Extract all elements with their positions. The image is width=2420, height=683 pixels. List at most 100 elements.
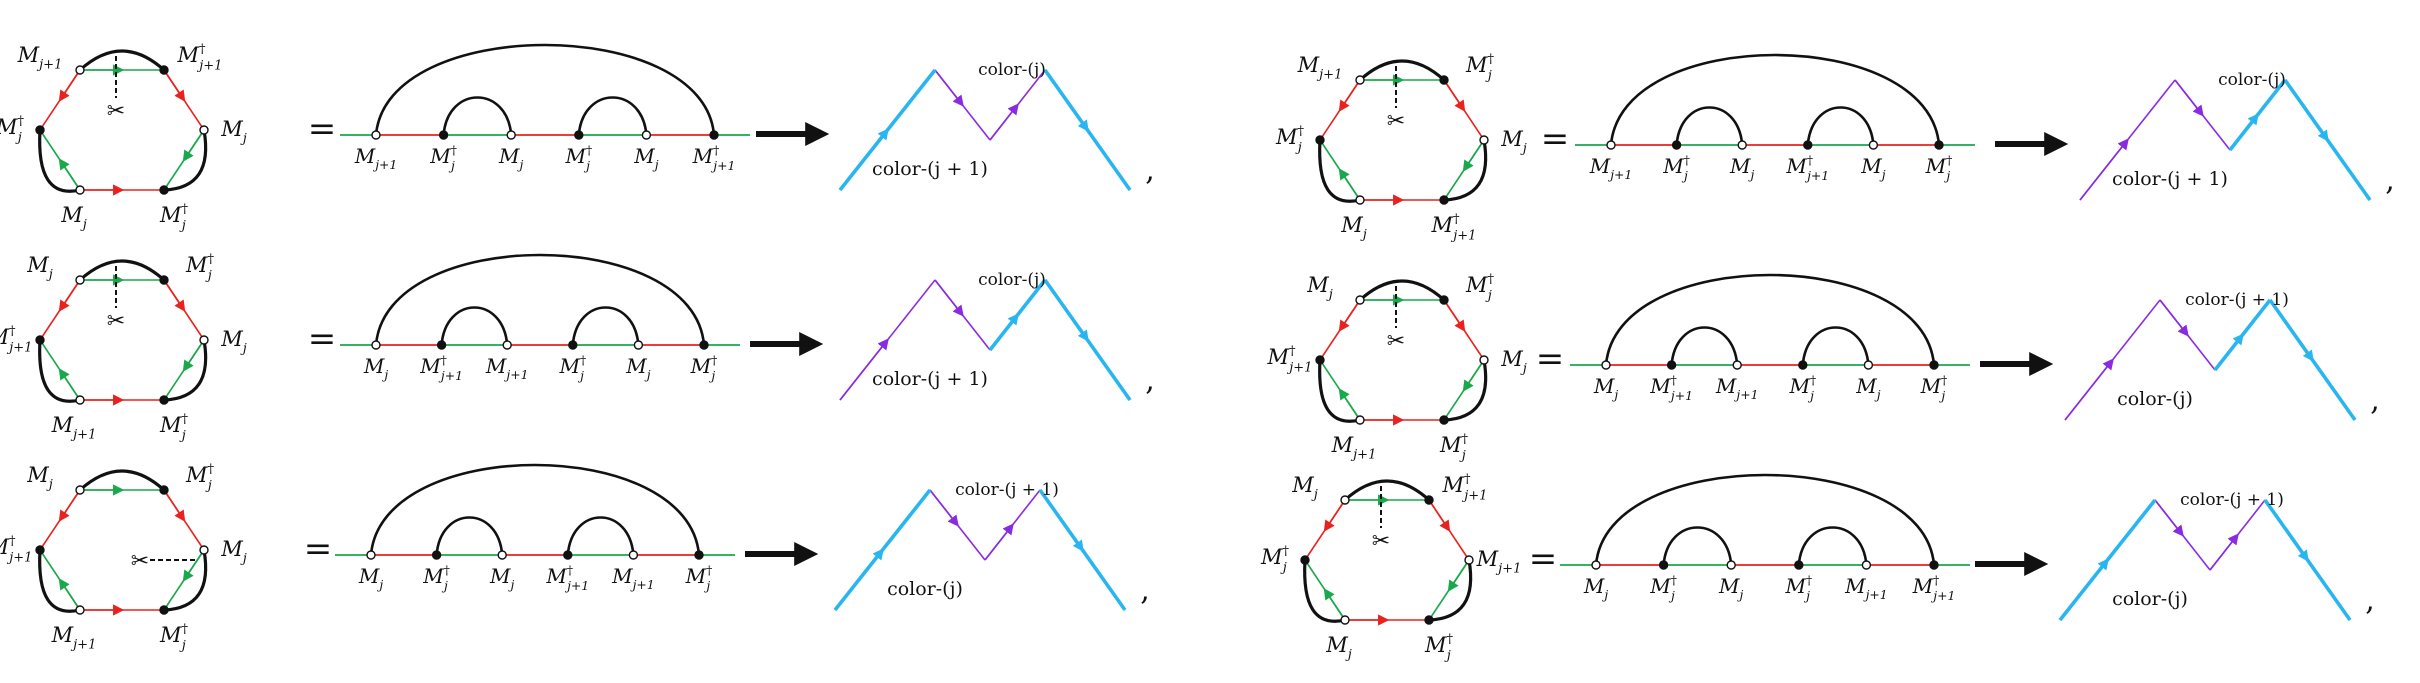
line-node-label: Mj [489, 564, 514, 592]
line-node [641, 130, 652, 140]
hex-label-bottom-right: M†j [1439, 432, 1469, 463]
hex-label-top-right: M†j+1 [1442, 472, 1488, 503]
line-node-label: Mj [1593, 374, 1618, 402]
zigzag-step-bold [2213, 298, 2272, 372]
hex-edge-bottom-right-arrowhead [182, 339, 205, 372]
zigzag-step-bold [2058, 498, 2157, 622]
line-node [563, 550, 573, 560]
hex-edge-top-right-arrowhead [1443, 299, 1466, 332]
line-node-label: Mj+1 [485, 354, 529, 382]
chord-inner [1806, 106, 1875, 146]
hex-edge-bottom-right-arrowhead [1462, 359, 1485, 392]
hex-label-bottom-left: Mj [1325, 633, 1352, 662]
scissors-icon: ✂ [1387, 329, 1405, 354]
hex-vertex-tl [75, 65, 85, 75]
line-node [497, 550, 507, 560]
hex-vertex-br [159, 185, 169, 195]
hex-edge-top-right-arrowhead [163, 69, 186, 102]
hex-label-left: M†j+1 [0, 324, 32, 355]
hex-label-top-left: Mj+1 [1297, 53, 1343, 82]
hex-label-left: M†j [0, 114, 25, 145]
line-node [1798, 360, 1808, 370]
line-node [436, 340, 447, 350]
scissors-icon: ✂ [1387, 109, 1405, 134]
hex-label-right: Mj [220, 537, 247, 566]
line-node [1726, 560, 1736, 570]
hex-label-bottom-right: M†j [159, 412, 189, 443]
hex-arc-top [1343, 479, 1431, 502]
hex-arc-top [78, 49, 166, 72]
zigzag-step-bold [1043, 68, 1132, 192]
line-node [431, 550, 442, 560]
hex-arc-left [38, 339, 81, 403]
hex-label-bottom-right: M†j [1424, 632, 1454, 663]
line-node [1803, 140, 1813, 150]
hex-label-top-right: M†j [185, 252, 215, 283]
hex-arc-left [1318, 139, 1361, 203]
line-node-label: M†j [564, 143, 592, 174]
line-node [371, 130, 381, 140]
chord-inner [1675, 106, 1744, 146]
chord-outer [374, 253, 706, 346]
line-node [1671, 140, 1682, 150]
line-node-label: Mj+1 [611, 564, 655, 592]
hex-vertex-tr [1439, 75, 1449, 85]
hex-label-bottom-left: Mj [1340, 213, 1367, 242]
hex-edge-bottom-right-arrowhead [182, 549, 205, 582]
line-node [1737, 140, 1747, 150]
hex-vertex-r [199, 335, 209, 345]
line-node [366, 550, 376, 560]
hex-label-top-left: Mj+1 [17, 43, 63, 72]
line-node-label: M†j+1 [692, 143, 736, 174]
hex-edge-bottom-right-arrowhead [182, 129, 205, 162]
hex-edge-top-left-arrowhead [1338, 299, 1361, 332]
line-node [371, 340, 381, 350]
chord-inner [577, 96, 648, 136]
chord-inner [435, 516, 504, 556]
hex-label-top-left: Mj [1306, 273, 1333, 302]
hex-arc-left [38, 129, 81, 193]
zigzag-label-bottom: color-(j + 1) [872, 368, 988, 390]
equals-sign: = [1536, 339, 1565, 379]
hex-vertex-l [1315, 135, 1325, 145]
hex-vertex-tr [159, 65, 169, 75]
hex-label-right: Mj [220, 327, 247, 356]
chord-inner [1801, 326, 1870, 366]
line-node-label: Mj [1855, 374, 1880, 402]
zigzag-step-arrowhead [2159, 299, 2189, 337]
hex-edge-bottom-left-arrowhead [1338, 168, 1361, 201]
line-node-label: Mj [625, 354, 650, 382]
hex-label-bottom-right: M†j [159, 622, 189, 653]
line-node-label: M†j [558, 353, 586, 384]
line-node-label: M†j [690, 353, 718, 384]
zigzag-step-bold [988, 278, 1047, 352]
hex-arc-right [163, 549, 208, 612]
hex-label-top-left: Mj [26, 253, 53, 282]
hex-label-bottom-left: Mj [60, 203, 87, 232]
zigzag-label-top: color-(j + 1) [2185, 290, 2289, 310]
line-node [633, 340, 644, 350]
hex-vertex-bl [1355, 415, 1365, 425]
line-node [1929, 560, 1939, 570]
equals-sign: = [1541, 119, 1570, 159]
equals-sign: = [304, 529, 333, 569]
zigzag-step-bold [2228, 78, 2287, 152]
hex-label-top-right: M†j [1465, 52, 1495, 83]
comma: , [1140, 573, 1150, 608]
zigzag-label-top: color-(j) [2218, 70, 2286, 90]
hex-vertex-tl [1340, 495, 1350, 505]
zigzag-label-bottom: color-(j) [2117, 388, 2193, 410]
line-node-label: Mj [1729, 154, 1754, 182]
hex-vertex-l [1315, 355, 1325, 365]
line-node-label: Mj+1 [1844, 574, 1888, 602]
hex-vertex-bl [1340, 615, 1350, 625]
comma: , [2365, 583, 2375, 618]
chord-outer [369, 463, 701, 556]
hex-label-bottom-left: Mj+1 [1331, 433, 1377, 462]
zigzag-step-bold [1043, 278, 1132, 402]
hex-vertex-tl [1355, 295, 1365, 305]
hex-label-left: M†j [1260, 544, 1290, 575]
hex-label-right: Mj [1500, 127, 1527, 156]
comma: , [1145, 153, 1155, 188]
